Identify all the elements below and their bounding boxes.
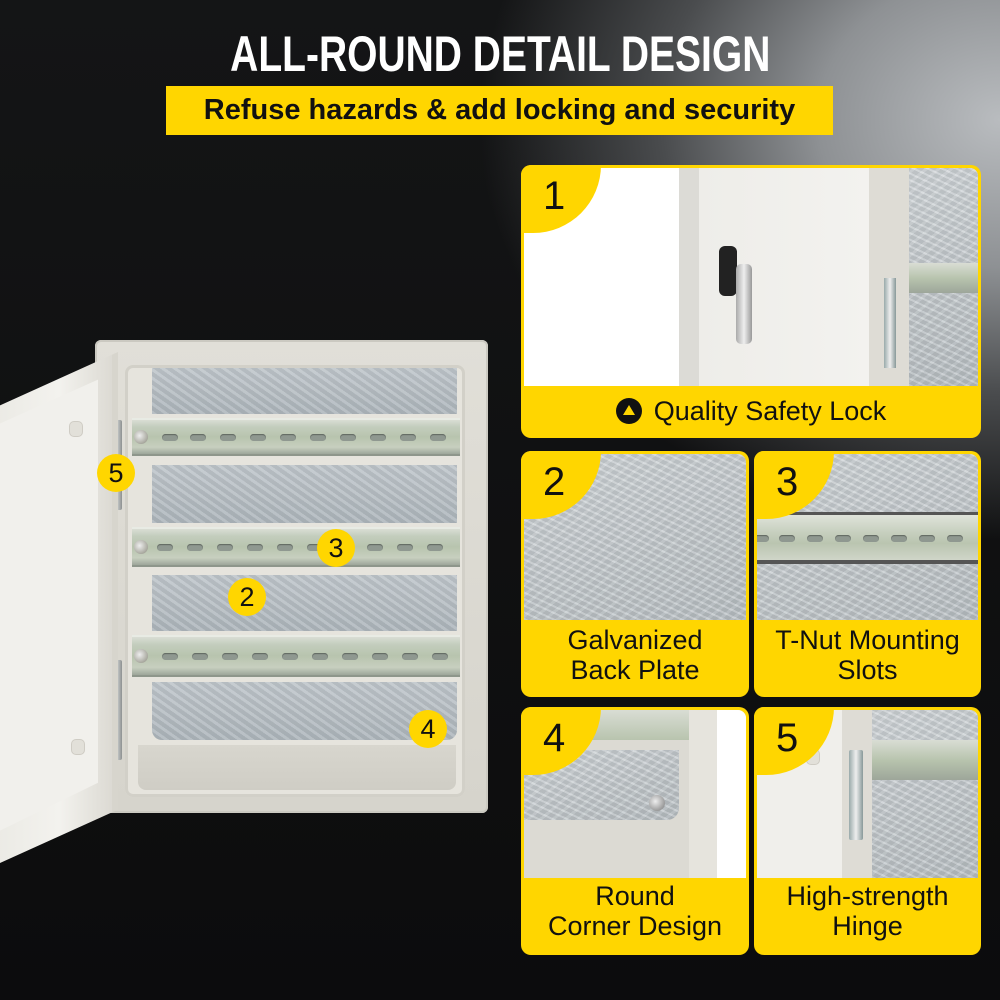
detail-panel-5: 5 High-strength Hinge <box>754 707 981 955</box>
triangle-up-circle-icon <box>615 397 642 424</box>
detail-panel-2: 2 Galvanized Back Plate <box>521 451 749 697</box>
panel-caption: T-Nut Mounting Slots <box>775 625 960 685</box>
lock-handle-icon <box>736 264 752 344</box>
callout-badge-5: 5 <box>97 454 135 492</box>
panel-caption: Round Corner Design <box>547 881 723 941</box>
subtitle-banner: Refuse hazards & add locking and securit… <box>166 86 833 135</box>
panel-caption: Quality Safety Lock <box>521 383 981 438</box>
page-title: ALL-ROUND DETAIL DESIGN <box>229 26 771 82</box>
panel-number: 1 <box>521 165 601 233</box>
back-plate-section <box>152 465 457 523</box>
cabinet-bottom-tray <box>138 745 456 790</box>
door-peg <box>70 422 82 436</box>
detail-panel-4: 4 Round Corner Design <box>521 707 749 955</box>
detail-panel-3: 3 T-Nut Mounting Slots <box>754 451 981 697</box>
panel-caption: High-strength Hinge <box>786 881 949 941</box>
callout-badge-2: 2 <box>228 578 266 616</box>
lock-knob-icon <box>719 246 737 296</box>
hinge-icon <box>849 750 863 840</box>
back-plate-section <box>152 368 457 414</box>
panel-photo-corner <box>524 710 746 878</box>
panel-caption: Galvanized Back Plate <box>567 625 703 685</box>
din-rail <box>132 418 460 456</box>
panel-photo-hinge <box>757 710 978 878</box>
back-plate-section <box>152 682 457 740</box>
cabinet-door-panel <box>0 379 98 841</box>
panel-photo-lock <box>524 168 978 386</box>
callout-badge-4: 4 <box>409 710 447 748</box>
detail-panel-1: 1 Quality Safety Lock <box>521 165 981 438</box>
back-plate-section <box>152 575 457 631</box>
callout-badge-3: 3 <box>317 529 355 567</box>
cabinet-image <box>0 330 500 872</box>
din-rail <box>132 635 460 677</box>
door-peg <box>72 740 84 754</box>
din-rail <box>132 527 460 567</box>
